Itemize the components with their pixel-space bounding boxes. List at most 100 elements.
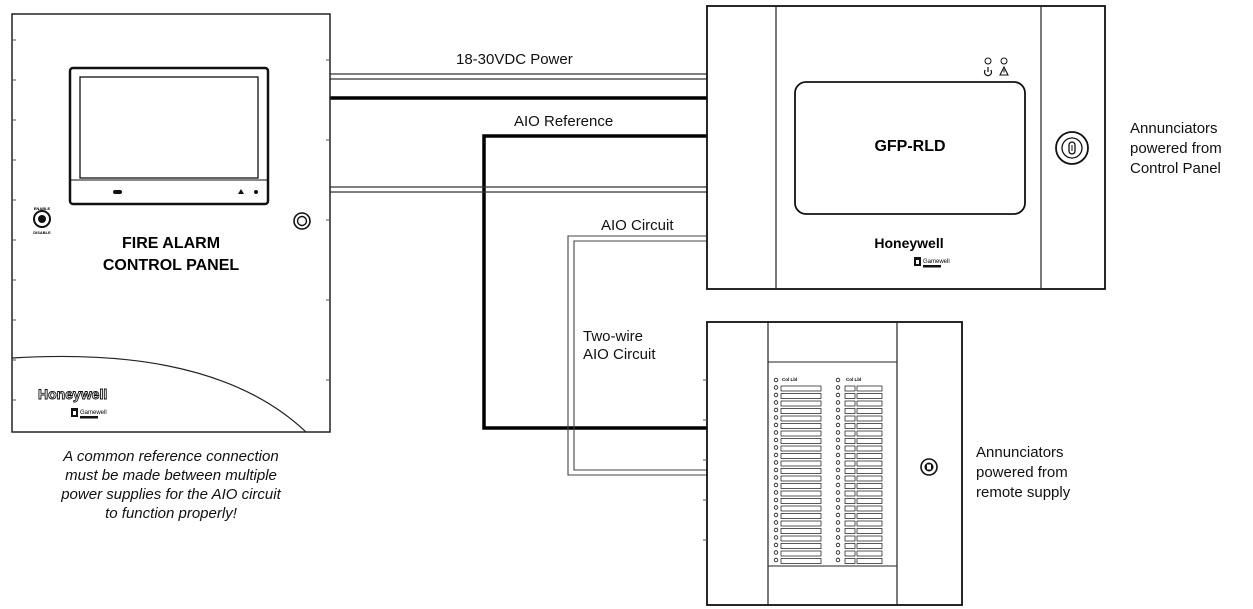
led-col2-indicator — [835, 482, 841, 488]
led-header-2 — [835, 377, 841, 383]
enable-key-switch: ENABLE DISABLE — [33, 206, 51, 235]
two-wire-label-line2: AIO Circuit — [583, 346, 656, 363]
led-col2-button — [844, 430, 856, 437]
aio-reference-wire — [482, 134, 707, 430]
led-col1-indicator — [773, 400, 779, 405]
led-col2-label-slot — [856, 400, 883, 407]
led-col1-indicator — [773, 445, 779, 450]
led-col2-button — [844, 535, 856, 542]
led-col2-button — [844, 520, 856, 527]
led-col2-label-slot — [856, 423, 883, 429]
led-col1-indicator — [773, 535, 779, 540]
led-col1-label-slot — [780, 498, 822, 504]
led-col1-label-slot — [780, 408, 822, 414]
status-leds — [984, 57, 1008, 65]
rld-brand-logo: Honeywell — [874, 235, 943, 251]
annunciator-keylock-icon — [920, 458, 938, 476]
switch-disable-label: DISABLE — [33, 230, 51, 235]
led-col2-indicator — [835, 490, 841, 495]
led-col2-indicator — [835, 535, 841, 540]
led-col2-button — [844, 408, 856, 414]
hinge-ticks — [12, 39, 16, 401]
led-col2-label-slot — [856, 408, 883, 414]
led-col1-indicator — [773, 475, 779, 480]
led-col2-indicator — [835, 505, 841, 510]
side-ticks — [703, 379, 707, 541]
footnote-line4: to function properly! — [105, 505, 238, 522]
facp-brand-logo: Honeywell — [38, 386, 107, 402]
led-col2-button — [844, 543, 856, 549]
led-col2-button — [844, 385, 856, 392]
led-col2-label-slot — [856, 393, 883, 399]
led-col1-label-slot — [780, 385, 822, 392]
display-button — [113, 190, 122, 194]
led-col2-indicator — [835, 550, 841, 555]
led-col1-label-slot — [780, 505, 822, 512]
led-col1-indicator — [773, 527, 779, 533]
led-col1-label-slot — [780, 415, 822, 422]
led-col2-indicator — [835, 392, 841, 398]
note-remote-line2: powered from — [976, 464, 1068, 481]
led-col1-indicator — [773, 422, 779, 428]
panel-trim-curve — [11, 355, 307, 433]
led-col1-label-slot — [780, 543, 822, 549]
led-col1-label-slot — [780, 528, 822, 534]
led-col2-label-slot — [856, 445, 883, 452]
led-col1-indicator — [773, 385, 779, 390]
led-col1-indicator — [773, 550, 779, 555]
led-col2-label-slot — [856, 483, 883, 489]
led-col2-label-slot — [856, 453, 883, 459]
led-col2-button — [844, 505, 856, 512]
led-col1-label-slot — [780, 475, 822, 482]
facp-sub-brand: Gamewell — [80, 410, 107, 416]
led-col1-indicator — [773, 557, 779, 563]
display-indicator-dot — [254, 190, 258, 194]
led-col1-indicator — [773, 520, 779, 525]
led-col1-label-slot — [780, 400, 822, 407]
led-col2-label-slot — [856, 430, 883, 437]
led-col1-indicator — [773, 460, 779, 465]
led-col1-indicator — [773, 497, 779, 503]
led-col2-button — [844, 528, 856, 534]
rld-keylock-icon — [1055, 131, 1089, 165]
led-col-header-1: Col Lbl — [782, 377, 797, 382]
footnote-line1: A common reference connection — [62, 448, 278, 465]
rld-display-window — [794, 81, 1026, 215]
led-col2-indicator — [835, 385, 841, 390]
hinge-ticks-right — [326, 59, 330, 381]
led-col2-indicator — [835, 497, 841, 503]
led-col1-label-slot — [780, 558, 822, 564]
led-col1-indicator — [773, 415, 779, 420]
fire-alarm-control-panel: ENABLE DISABLE FIRE ALARM CONTROL PANEL … — [11, 13, 331, 433]
led-col2-indicator — [835, 475, 841, 480]
touch-display — [68, 66, 270, 206]
led-col2-indicator — [835, 542, 841, 548]
facp-title-line2: CONTROL PANEL — [103, 257, 240, 274]
rld-gamewell-logo: Gamewell — [914, 257, 950, 268]
aio-reference-label: AIO Reference — [514, 113, 613, 130]
led-col2-button — [844, 475, 856, 482]
led-col2-button — [844, 415, 856, 422]
led-col2-label-slot — [856, 528, 883, 534]
rld-model-label: GFP-RLD — [874, 138, 945, 155]
power-wire-pair — [330, 73, 707, 80]
led-col2-indicator — [835, 557, 841, 563]
led-col2-button — [844, 423, 856, 429]
note-remote-line3: remote supply — [976, 484, 1071, 501]
led-col1-label-slot — [780, 468, 822, 474]
led-col1-indicator — [773, 505, 779, 510]
led-col1-label-slot — [780, 513, 822, 519]
led-col1-indicator — [773, 467, 779, 473]
led-col2-button — [844, 513, 856, 519]
led-col1-indicator — [773, 407, 779, 413]
footnote-line3: power supplies for the AIO circuit — [60, 486, 281, 503]
led-col2-label-slot — [856, 513, 883, 519]
led-col2-indicator — [835, 460, 841, 465]
led-col2-label-slot — [856, 550, 883, 557]
led-rows — [773, 377, 883, 564]
led-col2-label-slot — [856, 385, 883, 392]
led-col2-indicator — [835, 467, 841, 473]
power-icon — [983, 67, 993, 77]
led-col1-label-slot — [780, 520, 822, 527]
